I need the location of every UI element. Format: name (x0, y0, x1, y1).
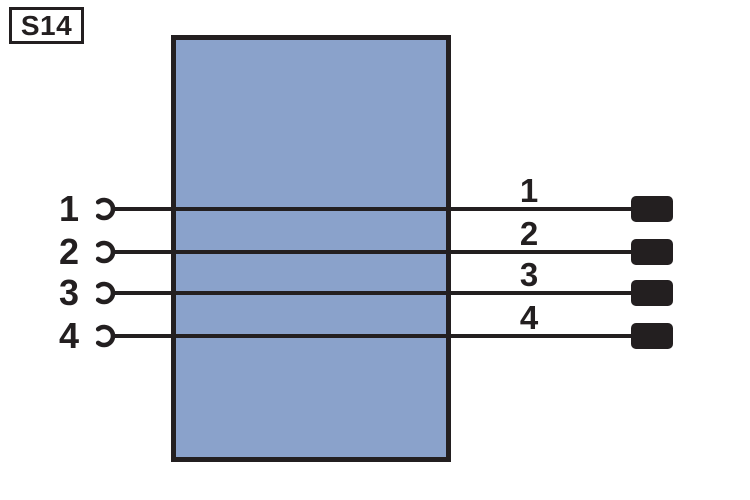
terminal-connector-icon (631, 239, 673, 265)
terminal-connector-icon (631, 196, 673, 222)
component-id-badge: S14 (9, 7, 84, 44)
wire-row-1: 1 1 (0, 174, 750, 230)
wire-line (113, 291, 635, 295)
female-connector-icon (95, 324, 116, 348)
wire-row-2: 2 2 (0, 217, 750, 273)
right-pin-label: 3 (519, 256, 539, 293)
component-id-text: S14 (20, 9, 73, 41)
terminal-connector-icon (631, 280, 673, 306)
terminal-connector-icon (631, 323, 673, 349)
female-connector-icon (95, 197, 116, 221)
left-pin-label: 4 (58, 315, 80, 356)
left-pin-label: 1 (58, 188, 80, 229)
wire-line (113, 207, 635, 211)
wire-line (113, 250, 635, 254)
right-pin-label: 4 (519, 299, 539, 336)
wire-row-3: 3 3 (0, 258, 750, 314)
female-connector-icon (95, 281, 116, 305)
component-body (171, 35, 451, 462)
right-pin-label: 1 (519, 172, 539, 209)
right-pin-label: 2 (519, 215, 539, 252)
left-pin-label: 3 (58, 272, 80, 313)
left-pin-label: 2 (58, 231, 80, 272)
wire-line (113, 334, 635, 338)
wire-row-4: 4 4 (0, 301, 750, 357)
female-connector-icon (95, 240, 116, 264)
